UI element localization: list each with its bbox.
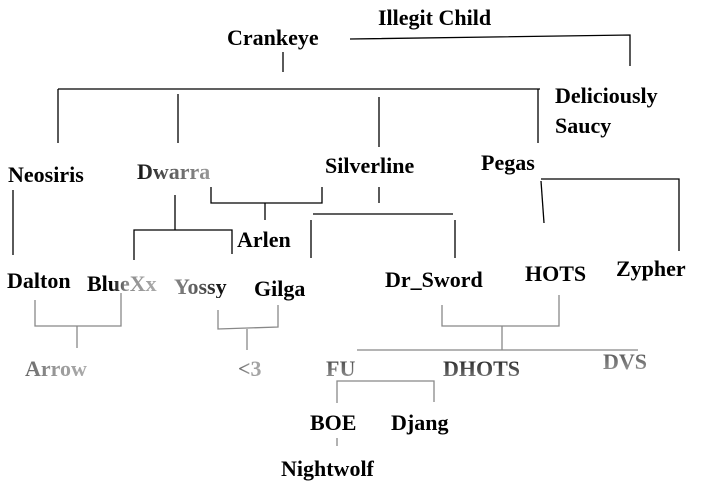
node-hots: HOTS	[525, 261, 587, 286]
node-deliciously-saucy-line2: Saucy	[555, 113, 612, 138]
node-zypher: Zypher	[616, 256, 686, 281]
connector-pegas-hots	[540, 180, 545, 224]
node-dwarra: Dwarra	[137, 159, 211, 184]
node-dhots: DHOTS	[443, 356, 521, 381]
node-deliciously-saucy-line1: Deliciously	[555, 83, 658, 108]
node-fu: FU	[326, 356, 356, 381]
connector-dalton-bluexx	[34, 293, 122, 327]
node-neosiris: Neosiris	[8, 162, 84, 187]
node-gilga: Gilga	[254, 276, 306, 301]
node-arlen: Arlen	[237, 227, 291, 252]
node-boe: BOE	[310, 410, 357, 435]
connector-pegas-zypher	[541, 178, 680, 251]
node-heart: <3	[238, 356, 262, 381]
node-silverline: Silverline	[325, 153, 415, 178]
node-crankeye: Crankeye	[227, 25, 319, 50]
connector-dwarra-silverline-arlen	[210, 187, 323, 204]
node-pegas: Pegas	[481, 150, 535, 175]
node-bluexx: BlueXx	[87, 271, 157, 296]
node-dvs: DVS	[603, 349, 648, 374]
connector-dwarra-children	[133, 229, 233, 260]
connector-fu-children	[336, 380, 435, 403]
node-illegit-child-label: Illegit Child	[378, 5, 492, 30]
node-dr-sword: Dr_Sword	[385, 267, 483, 292]
node-arrow: Arrow	[25, 356, 87, 381]
connector-yossy-gilga	[217, 305, 279, 330]
node-nightwolf: Nightwolf	[281, 456, 374, 481]
node-yossy: Yossy	[174, 274, 227, 299]
connector-crankeye-illegit	[349, 34, 631, 66]
connector-drsword-hots	[441, 295, 560, 327]
node-djang: Djang	[391, 410, 449, 435]
node-dalton: Dalton	[7, 268, 71, 293]
